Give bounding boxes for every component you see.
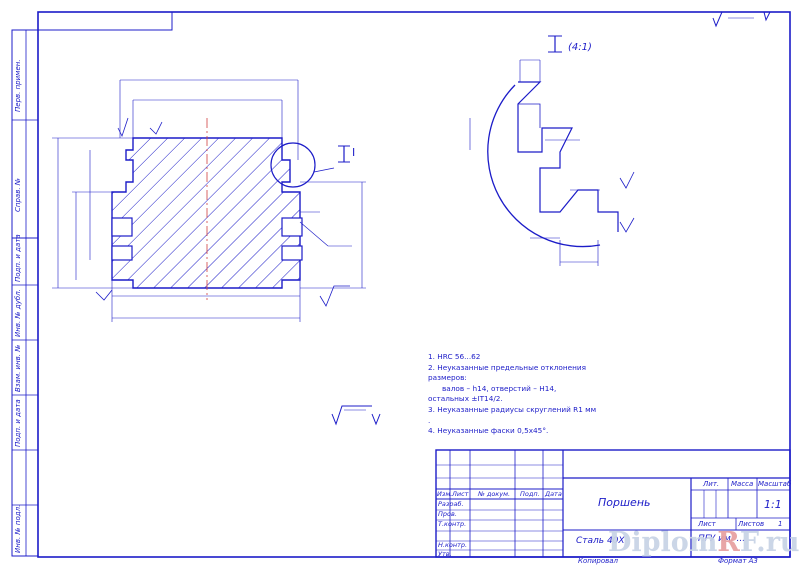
- note-line: 2. Неуказанные предельные отклонения: [428, 362, 587, 372]
- note-line: остальных ±IT14/2.: [428, 394, 503, 404]
- side-stamp-label: Подп. и дата: [14, 399, 22, 447]
- tb-header-doc: № докум.: [478, 490, 511, 498]
- tb-role: Пров.: [438, 510, 457, 518]
- scale-header: Масштаб: [758, 480, 792, 488]
- note-line: размеров:: [428, 373, 467, 383]
- roughness-symbol-others: [331, 405, 381, 426]
- material: Сталь 40Х: [576, 536, 625, 546]
- scale-value: 1:1: [764, 498, 782, 511]
- note-line: .: [428, 415, 431, 425]
- section-letter: I: [352, 146, 356, 159]
- technical-notes: 1. HRC 56...62 2. Неуказанные предельные…: [428, 352, 658, 437]
- detail-label-group: [548, 35, 562, 53]
- tb-role: Разраб.: [438, 500, 464, 508]
- detail-scale-label: (4:1): [568, 42, 592, 53]
- tb-header-sign: Подп.: [520, 490, 540, 498]
- tb-role: Т.контр.: [438, 520, 467, 528]
- part-name: Поршень: [598, 496, 651, 509]
- side-stamp-label: Подп. и дата: [14, 234, 22, 282]
- watermark-right: F.ru: [739, 527, 800, 558]
- tb-role: Утв.: [438, 550, 452, 558]
- note-line: 4. Неуказанные фаски 0,5х45°.: [428, 426, 549, 436]
- lit-header: Лит.: [703, 480, 720, 488]
- title-block: [435, 449, 791, 558]
- mass-header: Масса: [731, 480, 754, 488]
- sheet-label: Лист: [698, 520, 716, 528]
- side-stamp-label: Справ. №: [14, 177, 22, 212]
- watermark-left: Diplom: [608, 527, 718, 558]
- detail-view: [469, 59, 635, 266]
- note-line: валов – h14, отверстий – H14,: [442, 383, 557, 393]
- site-watermark: DiplomRF.ru: [608, 527, 800, 558]
- watermark-mid: R: [717, 527, 740, 558]
- main-section-view: [52, 79, 366, 322]
- tb-header-list: Лист: [452, 490, 469, 498]
- sheets-label: Листов: [738, 520, 765, 528]
- side-stamp-label: Взам. инв. №: [14, 344, 22, 392]
- format-label: Формат А3: [718, 557, 758, 565]
- tb-role: Н.контр.: [438, 541, 468, 549]
- side-stamp-label: Инв. № дубл.: [14, 289, 22, 337]
- side-stamp-label: Инв. № подл.: [14, 504, 22, 553]
- side-stamp-label: Перв. примен.: [14, 59, 22, 112]
- roughness-symbol-general: [712, 11, 771, 28]
- organization: ПГУ им. ...: [698, 534, 746, 544]
- tb-header-date: Дата: [545, 490, 562, 498]
- note-line: 1. HRC 56...62: [428, 352, 481, 361]
- sheet-frame: [11, 11, 791, 558]
- copied-label: Копировал: [578, 557, 618, 565]
- sheets-value: 1: [778, 520, 783, 528]
- tb-header-izm: Изм.: [437, 490, 453, 498]
- note-line: 3. Неуказанные радиусы скруглений R1 мм: [428, 404, 597, 414]
